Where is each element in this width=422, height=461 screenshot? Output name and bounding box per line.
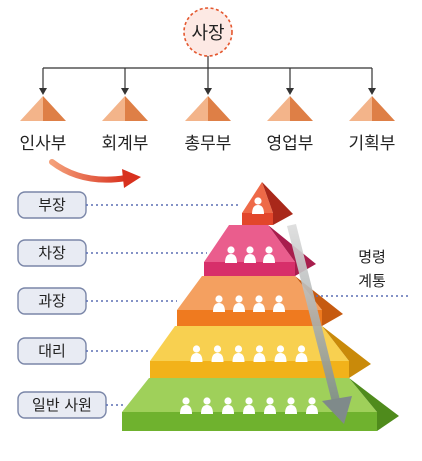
pyramid-level-manager bbox=[177, 276, 343, 326]
rank-label-manager: 과장 bbox=[38, 292, 66, 310]
arrowhead-icon bbox=[39, 88, 47, 95]
person-icon bbox=[201, 397, 213, 414]
rank-label-staff: 일반 사원 bbox=[32, 396, 92, 414]
dept-pyramid-icon bbox=[20, 96, 66, 121]
dept-pyramid-icon bbox=[185, 96, 231, 121]
person-icon bbox=[263, 246, 275, 263]
dept-label-hr: 인사부 bbox=[20, 134, 67, 154]
person-icon bbox=[273, 295, 285, 312]
person-icon bbox=[264, 397, 276, 414]
rank-box: 일반 사원 bbox=[17, 391, 107, 419]
person-icon bbox=[225, 246, 237, 263]
pyramid-level-staff bbox=[122, 378, 399, 431]
rank-box: 차장 bbox=[17, 239, 87, 267]
dept-pyramid-icon bbox=[267, 96, 313, 121]
person-icon bbox=[274, 345, 287, 362]
ceo-label: 사장 bbox=[191, 23, 224, 44]
org-arrowheads bbox=[39, 88, 376, 95]
person-icon bbox=[222, 397, 234, 414]
dotted-connectors bbox=[86, 204, 240, 406]
dept-label-accounting: 회계부 bbox=[102, 134, 149, 154]
person-icon bbox=[295, 345, 308, 362]
ceo-node: 사장 bbox=[183, 7, 233, 57]
person-icon bbox=[233, 295, 245, 312]
arrowhead-icon bbox=[204, 88, 212, 95]
dept-pyramid-icon bbox=[102, 96, 148, 121]
person-icon bbox=[180, 397, 192, 414]
pyramid-level-director bbox=[242, 182, 293, 225]
pyramid-level-assistant bbox=[150, 326, 371, 378]
person-icon bbox=[190, 345, 203, 362]
people-icons bbox=[180, 197, 318, 414]
ceo-circle bbox=[183, 7, 233, 57]
dept-label-general-affairs: 총무부 bbox=[185, 134, 232, 154]
command-chain-arrow-icon bbox=[287, 224, 352, 424]
person-icon bbox=[232, 345, 245, 362]
arrowhead-icon bbox=[286, 88, 294, 95]
person-icon bbox=[285, 397, 297, 414]
dept-label-sales: 영업부 bbox=[267, 134, 314, 154]
command-chain-label-line1: 명령 bbox=[358, 248, 386, 266]
person-icon bbox=[211, 345, 224, 362]
person-icon bbox=[243, 397, 255, 414]
person-icon bbox=[253, 295, 265, 312]
curved-arrow-icon bbox=[49, 159, 141, 188]
rank-box: 과장 bbox=[17, 287, 87, 315]
command-chain-label-line2: 계통 bbox=[358, 272, 386, 290]
person-icon bbox=[252, 197, 264, 214]
arrowhead-icon bbox=[368, 88, 376, 95]
rank-label-assistant: 대리 bbox=[38, 342, 66, 360]
arrowhead-icon bbox=[121, 88, 129, 95]
person-icon bbox=[244, 246, 256, 263]
rank-label-deputy: 차장 bbox=[38, 244, 66, 262]
rank-box: 대리 bbox=[17, 337, 87, 365]
person-icon bbox=[213, 295, 225, 312]
org-connectors bbox=[42, 56, 373, 90]
person-icon bbox=[253, 345, 266, 362]
dept-label-planning: 기획부 bbox=[349, 134, 396, 154]
dept-pyramid-icon bbox=[349, 96, 395, 121]
rank-label-director: 부장 bbox=[38, 196, 66, 214]
person-icon bbox=[306, 397, 318, 414]
rank-box: 부장 bbox=[17, 191, 87, 219]
